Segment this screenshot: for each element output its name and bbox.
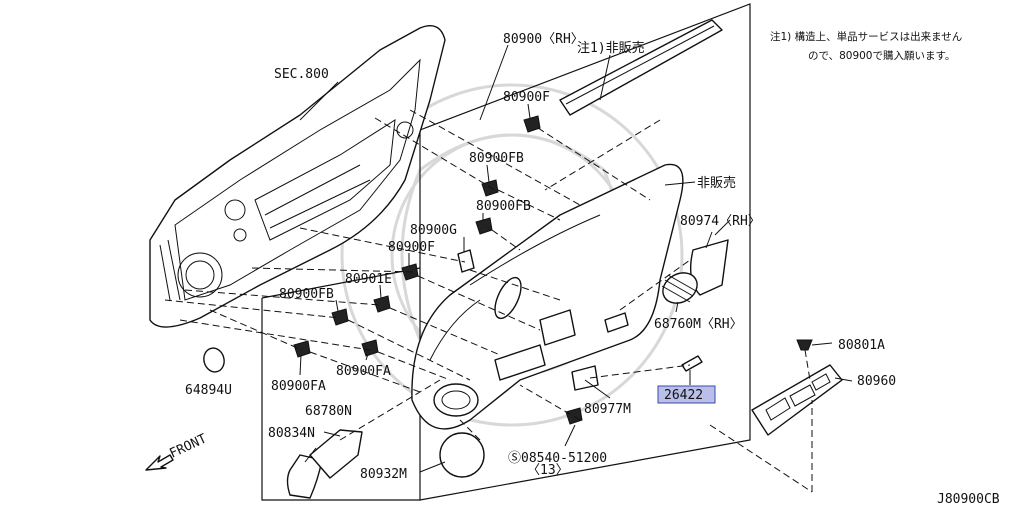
label-80900fa-a[interactable]: 80900FA (271, 379, 326, 394)
label-68760m-rh[interactable]: 68760M〈RH〉 (654, 317, 743, 332)
label-80900fb-b[interactable]: 80900FB (476, 199, 531, 214)
label-80960[interactable]: 80960 (857, 374, 896, 389)
label-26422[interactable]: 26422 (664, 388, 703, 403)
belt-moulding-strip (559, 19, 723, 116)
note-line-1: 注1) 構造上、単品サービスは出来ません (770, 30, 962, 43)
label-80974-rh[interactable]: 80974〈RH〉 (680, 214, 761, 229)
highlight-box-26422[interactable] (657, 385, 716, 404)
label-08540-51200[interactable]: Ⓢ08540-51200 (508, 451, 607, 466)
label-not-sold: 非販売 (697, 175, 736, 191)
front-arrow: FRONT (145, 431, 209, 471)
label-80977m[interactable]: 80977M (584, 402, 631, 417)
label-64894u[interactable]: 64894U (185, 383, 232, 398)
label-80801a[interactable]: 80801A (838, 338, 885, 353)
door-trim-panel (411, 163, 684, 430)
diagram-code: J80900CB (937, 492, 1000, 507)
label-80900fa-b[interactable]: 80900FA (336, 364, 391, 379)
label-80900g[interactable]: 80900G (410, 223, 457, 238)
label-sec800[interactable]: SEC.800 (274, 67, 329, 82)
power-window-switch-finisher (751, 364, 843, 436)
label-80900fb-a[interactable]: 80900FB (469, 151, 524, 166)
note-line-2: ので、80900で購入願います。 (808, 49, 955, 62)
label-80900f-b[interactable]: 80900F (388, 240, 435, 255)
door-frame-sec800 (149, 25, 446, 328)
label-80900-rh[interactable]: 80900〈RH〉 (503, 32, 584, 47)
label-80900fb-c[interactable]: 80900FB (279, 287, 334, 302)
label-80834n[interactable]: 80834N (268, 426, 315, 441)
label-80901e[interactable]: 80901E (345, 272, 392, 287)
label-80932m[interactable]: 80932M (360, 467, 407, 482)
inside-handle (661, 272, 698, 304)
label-80900f-a[interactable]: 80900F (503, 90, 550, 105)
label-08540-qty: 〈13〉 (527, 463, 569, 478)
label-68780n[interactable]: 68780N (305, 404, 352, 419)
leader-lines (299, 44, 853, 473)
parts-small (203, 115, 813, 499)
front-label: FRONT (167, 431, 209, 461)
label-note1-not-sold: 注1)非販売 (577, 40, 645, 56)
guide-lines (164, 109, 813, 493)
